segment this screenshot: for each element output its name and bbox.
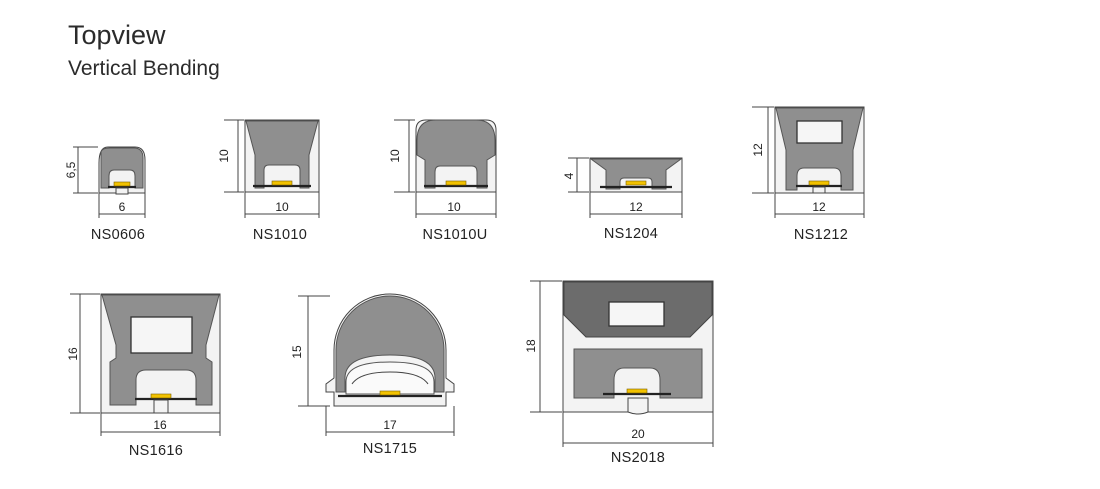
profile-name: NS0606 — [91, 227, 145, 243]
height-label: 6,5 — [64, 161, 78, 178]
profile-ns1204: 4 12 NS1204 — [562, 157, 683, 242]
width-label: 6 — [119, 200, 126, 214]
profile-ns1715: 15 17 NS1715 — [290, 293, 455, 457]
height-label: 15 — [290, 345, 304, 359]
height-label: 4 — [562, 172, 576, 179]
page-subtitle: Vertical Bending — [68, 57, 220, 80]
profile-name: NS1204 — [604, 226, 658, 242]
width-label: 12 — [812, 200, 826, 214]
width-label: 16 — [153, 418, 167, 432]
profile-name: NS1212 — [794, 227, 848, 243]
profile-name: NS1616 — [129, 443, 183, 459]
profile-ns1616: 16 16 NS1616 — [66, 293, 221, 459]
profile-ns1212: 12 12 NS1212 — [751, 106, 865, 243]
profile-name: NS1715 — [363, 441, 417, 457]
profile-name: NS1010 — [253, 227, 307, 243]
height-label: 16 — [66, 347, 80, 361]
profile-name: NS2018 — [611, 450, 665, 466]
height-label: 12 — [751, 143, 765, 157]
profile-ns2018: 18 20 NS2018 — [524, 280, 714, 466]
profile-ns1010u: 10 10 NS1010U — [388, 119, 497, 243]
height-label: 10 — [388, 149, 402, 163]
profile-ns0606: 6,5 6 NS0606 — [64, 146, 146, 243]
page-title: Topview — [68, 20, 166, 50]
height-label: 18 — [524, 339, 538, 353]
width-label: 10 — [447, 200, 461, 214]
width-label: 12 — [629, 200, 643, 214]
width-label: 20 — [631, 427, 645, 441]
height-label: 10 — [217, 149, 231, 163]
profile-ns1010: 10 10 NS1010 — [217, 119, 320, 243]
profile-name: NS1010U — [423, 227, 488, 243]
width-label: 17 — [383, 418, 397, 432]
width-label: 10 — [275, 200, 289, 214]
